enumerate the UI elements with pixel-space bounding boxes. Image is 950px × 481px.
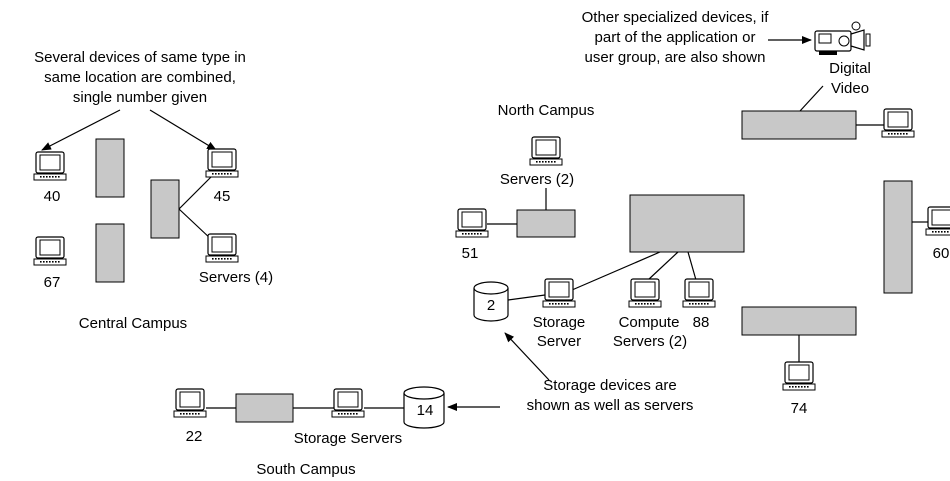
workstation-icon: [881, 108, 915, 138]
label-storage-server-line1: Storage: [533, 314, 586, 331]
campus-label-south: South Campus: [256, 461, 355, 478]
label-74: 74: [791, 400, 808, 417]
label-storage-count-south: 14: [417, 402, 434, 419]
label-storage-servers: Storage Servers: [294, 430, 402, 447]
arrow-to-40: [41, 109, 121, 151]
arrow-to-45: [149, 109, 217, 151]
video-camera-icon: [814, 21, 871, 55]
device-box-central-67: [95, 223, 125, 283]
workstation-icon: [682, 278, 716, 308]
annotation-storage-line2: shown as well as servers: [527, 397, 694, 414]
workstation-icon: [782, 361, 816, 391]
workstation-icon: [173, 388, 207, 418]
specialized-devices-group: Other specialized devices, if part of th…: [582, 9, 950, 417]
label-servers-4: Servers (4): [199, 269, 273, 286]
annotation-combined-line2: same location are combined,: [44, 69, 236, 86]
annotation-combined-line3: single number given: [73, 89, 207, 106]
storage-cylinder-icon: [473, 281, 509, 322]
device-box-north-large: [629, 194, 745, 253]
workstation-icon: [205, 148, 239, 178]
label-storage-count-north: 2: [487, 297, 495, 314]
workstation-icon: [33, 151, 67, 181]
campus-label-central: Central Campus: [79, 315, 187, 332]
annotation-specialized-line3: user group, are also shown: [585, 49, 766, 66]
workstation-icon: [925, 206, 950, 236]
label-compute-line2: Servers (2): [613, 333, 687, 350]
campus-label-north: North Campus: [498, 102, 595, 119]
label-servers-2: Servers (2): [500, 171, 574, 188]
workstation-icon: [455, 208, 489, 238]
label-digital-video-line2: Video: [831, 80, 869, 97]
central-campus-group: Several devices of same type in same loc…: [33, 49, 273, 332]
workstation-icon: [529, 136, 563, 166]
storage-cylinder-icon: [403, 386, 445, 429]
label-51: 51: [462, 245, 479, 262]
wire-cylinder-storage-server: [507, 294, 546, 301]
device-box-east-tall: [883, 180, 913, 294]
device-box-north-small: [516, 209, 576, 238]
device-box-east-bottom: [741, 306, 857, 336]
label-compute-line1: Compute: [619, 314, 680, 331]
workstation-icon: [205, 233, 239, 263]
annotation-combined-line1: Several devices of same type in: [34, 49, 246, 66]
annotation-specialized-line2: part of the application or: [595, 29, 756, 46]
label-40: 40: [44, 188, 61, 205]
device-box-central-40: [95, 138, 125, 198]
wire-hub-servers: [178, 208, 213, 241]
workstation-icon: [33, 236, 67, 266]
device-box-east-top: [741, 110, 857, 140]
label-60: 60: [933, 245, 950, 262]
device-box-central-hub: [150, 179, 180, 239]
north-campus-group: North Campus Servers (2) 51 2 Storage Se…: [455, 102, 745, 414]
annotation-storage-line1: Storage devices are: [543, 377, 676, 394]
label-88: 88: [693, 314, 710, 331]
wire-hub-45: [178, 175, 213, 210]
workstation-icon: [331, 388, 365, 418]
wire-storage-server-large: [571, 251, 661, 291]
workstation-icon: [628, 278, 662, 308]
label-digital-video-line1: Digital: [829, 60, 871, 77]
label-45: 45: [214, 188, 231, 205]
label-67: 67: [44, 274, 61, 291]
label-storage-server-line2: Server: [537, 333, 581, 350]
workstation-icon: [542, 278, 576, 308]
device-box-south: [235, 393, 294, 423]
annotation-specialized-line1: Other specialized devices, if: [582, 9, 770, 26]
arrow-to-cylinder-north: [504, 332, 550, 381]
label-22: 22: [186, 428, 203, 445]
wire-camera-box: [799, 85, 824, 112]
wire-88-large: [687, 251, 697, 281]
wire-compute-large: [647, 251, 679, 281]
south-campus-group: 22 Storage Servers 14 South Campus: [173, 386, 500, 478]
